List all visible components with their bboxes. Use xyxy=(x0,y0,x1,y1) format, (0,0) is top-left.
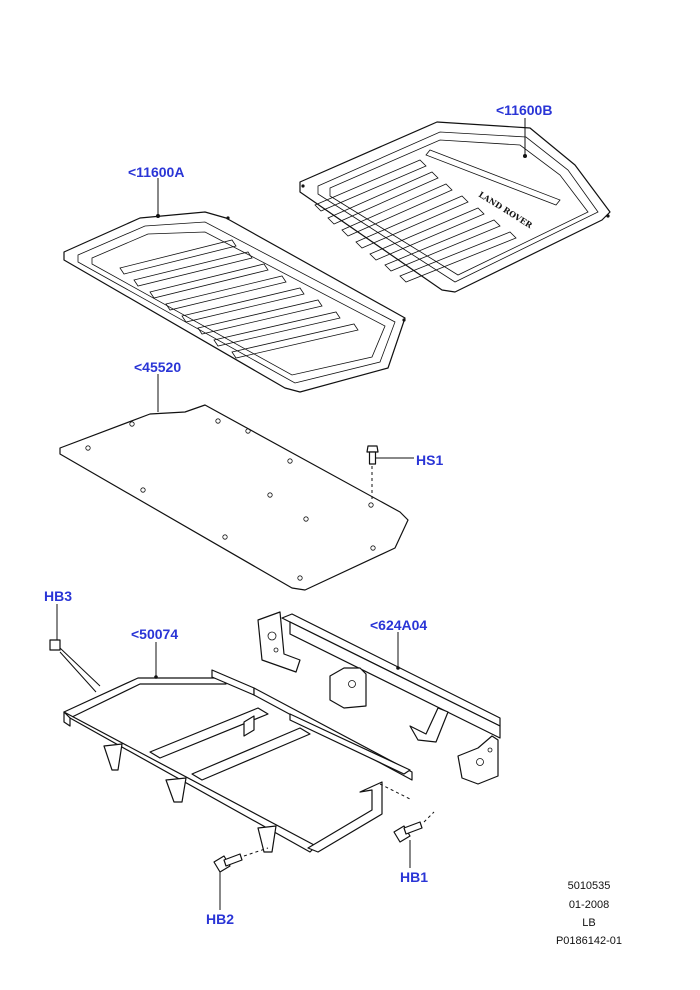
plate-holes xyxy=(85,418,376,581)
callout-hb3-label: HB3 xyxy=(44,588,73,604)
footer-code: 5010535 xyxy=(567,880,611,892)
panel-a-ribs xyxy=(119,239,359,359)
callout-hb1-label: HB1 xyxy=(400,869,429,885)
panel-b-ribs xyxy=(314,149,561,283)
bolt-hb3-part xyxy=(49,639,101,693)
floor-panel-11600b: LAND ROVER xyxy=(299,121,611,293)
callout-624a04-label: <624A04 xyxy=(370,617,428,633)
callout-leaders xyxy=(56,118,526,910)
callout-hb2-label: HB2 xyxy=(206,911,235,927)
footer-date: 01-2008 xyxy=(568,899,610,911)
floor-panel-11600a xyxy=(63,211,406,393)
callout-hs1-label: HS1 xyxy=(416,452,444,468)
floor-plate-45520 xyxy=(59,404,409,591)
callout-11600a-label: <11600A xyxy=(128,164,185,180)
callout-45520-label: <45520 xyxy=(134,359,182,375)
bolt-hb1-part xyxy=(379,783,435,843)
screw-hs1-part xyxy=(366,445,379,502)
footer-region: LB xyxy=(582,917,596,929)
callout-11600b-label: <11600B xyxy=(496,102,553,118)
seat-bracket-624a04 xyxy=(257,611,501,785)
callout-50074-label: <50074 xyxy=(131,626,179,642)
footer-illustration-id: P0186142-01 xyxy=(555,935,623,947)
seat-frame-50074 xyxy=(63,669,413,853)
bolt-hb2-part xyxy=(213,847,269,873)
